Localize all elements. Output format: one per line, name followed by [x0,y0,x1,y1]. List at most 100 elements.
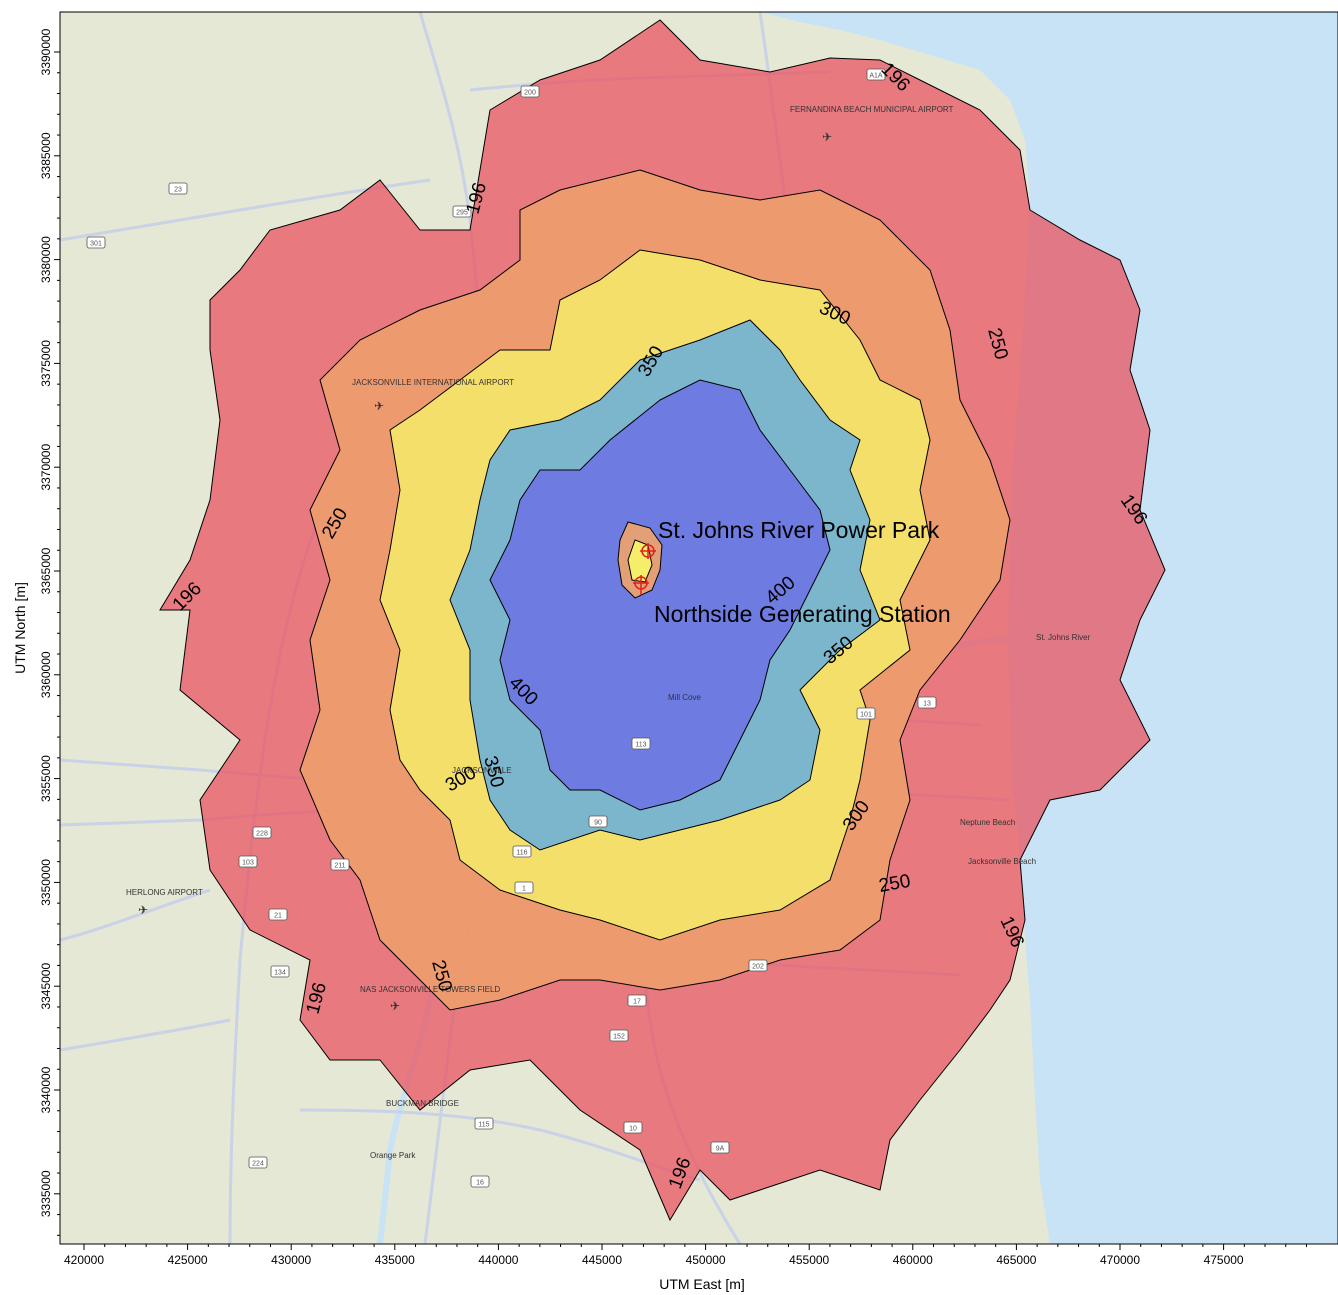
road-shield-label: 10 [629,1126,637,1133]
y-tick-label: 3365000 [39,547,53,594]
road-shield-label: 134 [274,970,286,977]
road-shield-label: 16 [476,1180,484,1187]
y-tick-label: 3390000 [39,28,53,75]
y-tick-label: 3385000 [39,132,53,179]
road-shield-icon: 228 [252,826,272,839]
airport-icons: ✈ ✈ ✈ ✈ [138,130,832,1013]
road-shield-icon: 90 [588,815,608,828]
y-tick-label: 3370000 [39,444,53,491]
road-shield-icon: 200 [520,85,540,98]
road-shield-icon: 10 [623,1121,643,1134]
road-shield-icon: 202 [748,959,768,972]
road-shield-label: 301 [90,241,102,248]
map-plot-area: ✈ ✈ ✈ ✈ JACKSONVILLE INTERNATIONAL AIRPO… [60,12,1338,1244]
road-shield-label: 211 [334,863,345,870]
y-axis: 3390000 3385000 3380000 3375000 3370000 33650… [39,28,60,1236]
road-shield-label: 17 [633,999,641,1006]
place-labels: JACKSONVILLE INTERNATIONAL AIRPORT FERNA… [126,105,1091,1160]
road-shield-label: 90 [594,820,602,827]
road-shield-icon: 295 [452,205,472,218]
road-shield-label: 113 [635,742,646,749]
y-tick-label: 3360000 [39,651,53,698]
contour-layers [159,19,1166,1222]
x-tick-label: 455000 [789,1253,829,1267]
label-orange-park: Orange Park [370,1151,416,1160]
road-shield-icon: 21 [268,908,288,921]
x-tick-label: 465000 [996,1253,1036,1267]
y-tick-label: 3380000 [39,236,53,283]
label-airport-jax: JACKSONVILLE INTERNATIONAL AIRPORT [352,378,514,387]
road-shield-icon: 113 [631,737,651,750]
road-shield-label: 224 [252,1161,264,1168]
road-shield-label: 9A [716,1146,725,1153]
road-shield-label: 21 [274,913,282,920]
x-tick-label: 430000 [271,1253,311,1267]
label-airport-nas: NAS JACKSONVILLE TOWERS FIELD [360,985,500,994]
station-label-northside: Northside Generating Station [654,601,951,627]
road-shield-label: A1A [869,73,883,80]
source-markers [633,543,656,595]
road-shield-label: 115 [478,1122,489,1129]
contour-400 [489,379,831,811]
label-jacksonville: JACKSONVILLE [452,766,512,775]
y-tick-label: 3355000 [39,755,53,802]
road-shield-label: 23 [174,187,182,194]
x-tick-label: 420000 [64,1253,104,1267]
road-shield-icon: 13 [917,696,937,709]
road-shield-icon: 115 [474,1117,494,1130]
airport-icon: ✈ [374,399,384,413]
road-shield-label: 152 [613,1034,625,1041]
airport-icon: ✈ [822,130,832,144]
road-shield-label: 1 [522,886,526,893]
road-shield-icon: A1A [866,68,886,81]
road-shield-icon: 16 [470,1175,490,1188]
x-tick-label: 440000 [478,1253,518,1267]
x-tick-label: 460000 [893,1253,933,1267]
y-tick-label: 3335000 [39,1170,53,1217]
y-tick-label: 3350000 [39,859,53,906]
road-shield-label: 228 [256,831,268,838]
x-tick-label: 445000 [582,1253,622,1267]
label-buckman: BUCKMAN BRIDGE [386,1099,459,1108]
x-tick-label: 470000 [1100,1253,1140,1267]
x-axis: 420000 425000 430000 435000 440000 445000 4500… [64,1244,1307,1267]
label-st-johns-river: St. Johns River [1036,633,1091,642]
x-tick-label: 475000 [1204,1253,1244,1267]
x-tick-label: 425000 [168,1253,208,1267]
road-shield-icon: 101 [856,707,876,720]
airport-icon: ✈ [390,999,400,1013]
station-label-st-johns: St. Johns River Power Park [658,517,940,543]
road-shield-icon: 152 [609,1029,629,1042]
road-shield-icon: 301 [86,236,106,249]
road-shield-icon: 224 [248,1156,268,1169]
road-shield-icon: 9A [710,1141,730,1154]
y-axis-title: UTM North [m] [12,582,28,674]
label-airport-herlong: HERLONG AIRPORT [126,888,203,897]
road-shield-icon: 1 [514,881,534,894]
road-shield-label: 116 [516,850,527,857]
plot-frame [59,11,1338,1245]
road-shield-icon: 211 [330,858,350,871]
y-tick-label: 3345000 [39,963,53,1010]
road-shield-icon: 134 [270,965,290,978]
label-airport-fernandina: FERNANDINA BEACH MUNICIPAL AIRPORT [790,105,954,114]
road-shield-label: 200 [524,90,536,97]
y-tick-label: 3375000 [39,340,53,387]
road-shield-icon: 17 [627,994,647,1007]
y-tick-label: 3340000 [39,1066,53,1113]
x-tick-label: 435000 [375,1253,415,1267]
x-tick-label: 450000 [686,1253,726,1267]
road-shield-label: 103 [242,860,254,867]
x-axis-title: UTM East [m] [659,1276,745,1292]
label-mill-cove: Mill Cove [668,693,701,702]
road-shield-icon: 116 [512,845,532,858]
road-shield-label: 202 [752,964,764,971]
road-shield-label: 13 [923,701,931,708]
airport-icon: ✈ [138,903,148,917]
road-shield-label: 295 [456,210,468,217]
road-shield-icon: 23 [168,182,188,195]
road-shield-icon: 103 [238,855,258,868]
label-neptune: Neptune Beach [960,818,1015,827]
